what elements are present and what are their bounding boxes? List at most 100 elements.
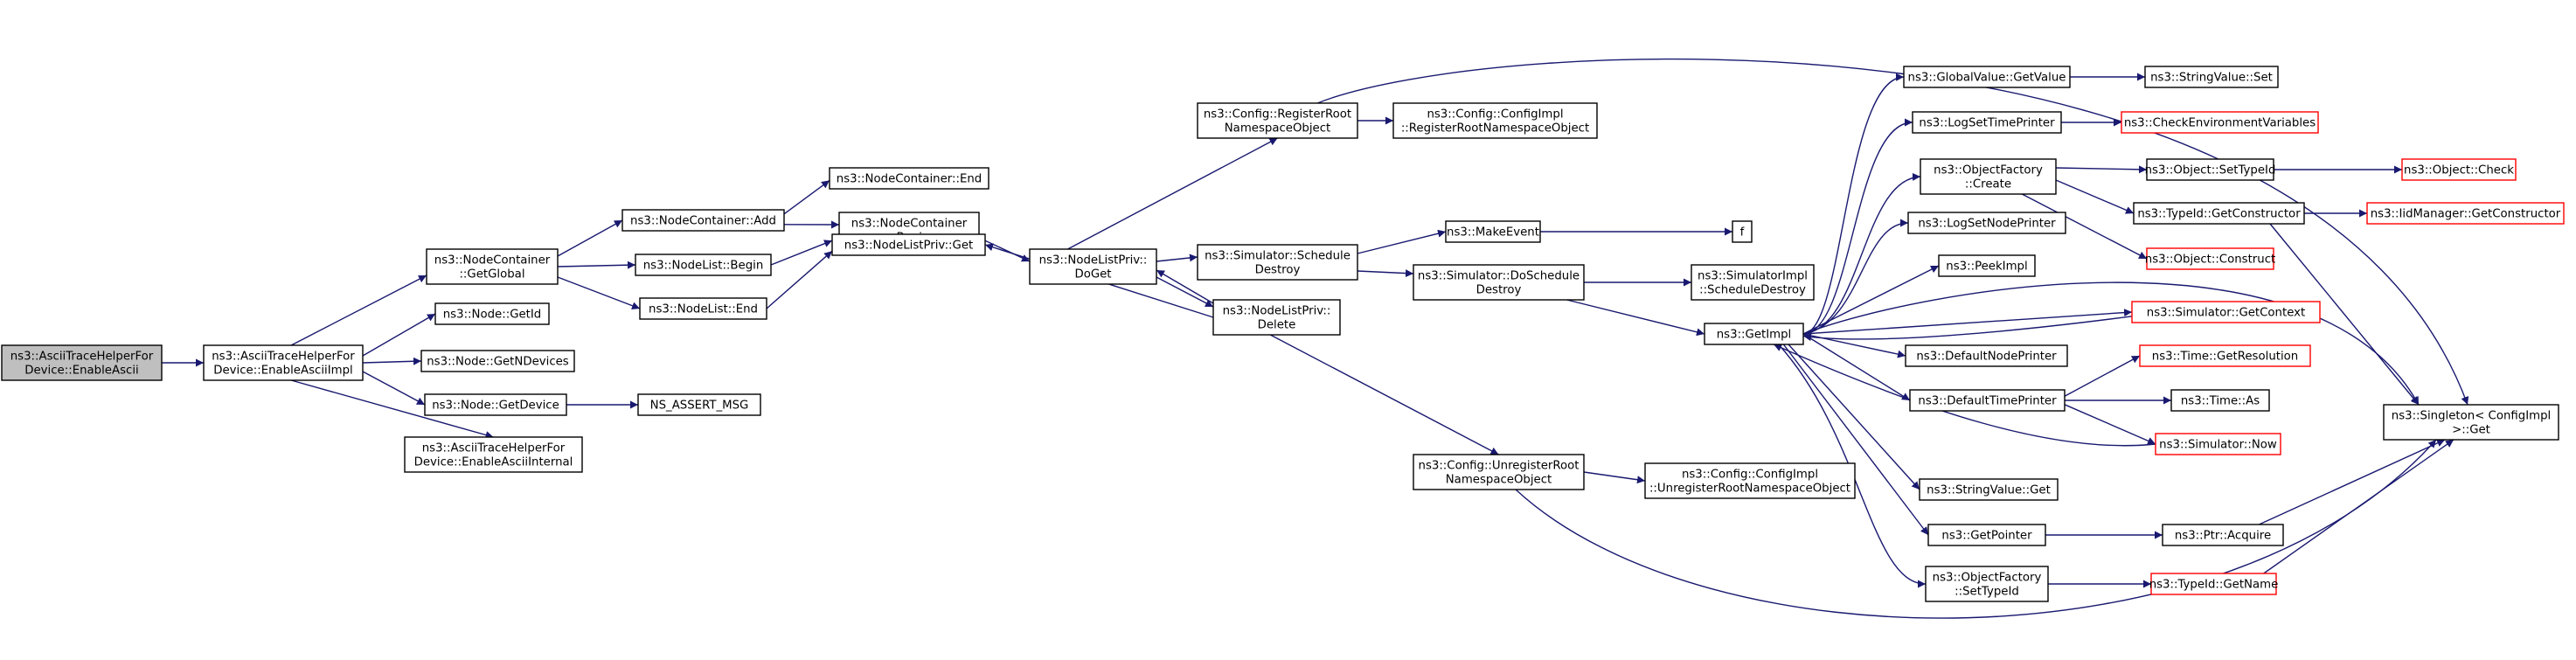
node-node-get-dev[interactable]: ns3::Node::GetDevice xyxy=(424,393,567,416)
node-label: ::GetGlobal xyxy=(459,268,524,281)
node-def-time-printer[interactable]: ns3::DefaultTimePrinter xyxy=(1909,389,2066,412)
node-label: ns3::Time::GetResolution xyxy=(2152,351,2298,364)
node-label: ns3::MakeEvent xyxy=(1447,226,1539,240)
edge-timeprinter-now xyxy=(2064,404,2156,445)
node-nl-end[interactable]: ns3::NodeList::End xyxy=(639,297,767,320)
edge-doget-scheduledestroy xyxy=(1156,254,1198,262)
node-obj-construct[interactable]: ns3::Object::Construct xyxy=(2145,247,2275,270)
node-box xyxy=(2139,344,2311,367)
node-sim-impl-sched[interactable]: ns3::SimulatorImpl::ScheduleDestroy xyxy=(1691,264,1815,301)
node-label: ns3::NodeList::Begin xyxy=(643,260,764,273)
node-f-node[interactable]: f xyxy=(1732,220,1753,243)
node-label: ns3::Ptr::Acquire xyxy=(2175,530,2271,543)
node-cfg-reg-root[interactable]: ns3::Config::RegisterRootNamespaceObject xyxy=(1197,102,1358,139)
node-label: ns3::CheckEnvironmentVariables xyxy=(2124,117,2316,130)
node-def-node-printer[interactable]: ns3::DefaultNodePrinter xyxy=(1905,344,2068,367)
node-ns-assert[interactable]: NS_ASSERT_MSG xyxy=(637,393,761,416)
node-tid-get-name[interactable]: ns3::TypeId::GetName xyxy=(2149,573,2279,595)
node-time-as[interactable]: ns3::Time::As xyxy=(2170,389,2270,412)
node-label: ns3::Node::GetNDevices xyxy=(427,356,569,369)
node-obj-fact-create[interactable]: ns3::ObjectFactory::Create xyxy=(1920,158,2057,195)
node-label: ns3::SimulatorImpl xyxy=(1698,270,1808,283)
node-singleton-get[interactable]: ns3::Singleton< ConfigImpl >::Get xyxy=(2383,404,2559,441)
node-get-pointer[interactable]: ns3::GetPointer xyxy=(1927,524,2046,546)
node-enable-internal[interactable]: ns3::AsciiTraceHelperForDevice::EnableAs… xyxy=(404,436,583,473)
node-box xyxy=(1905,344,2068,367)
node-label: ns3::Object::Construct xyxy=(2145,254,2275,267)
node-label: ns3::LogSetNodePrinter xyxy=(1918,218,2056,231)
node-label: ns3::TypeId::GetName xyxy=(2149,579,2279,592)
node-gv-get-value[interactable]: ns3::GlobalValue::GetValue xyxy=(1903,66,2071,88)
edge-nlbegin-get xyxy=(770,240,833,266)
node-nlp-do-get[interactable]: ns3::NodeListPriv::DoGet xyxy=(1029,248,1157,285)
edge-getimpl-setypeid xyxy=(1778,344,1927,588)
node-nc-add[interactable]: ns3::NodeContainer::Add xyxy=(621,209,785,232)
node-nc-get-global[interactable]: ns3::NodeContainer::GetGlobal xyxy=(426,248,559,285)
edge-doget-delete xyxy=(1156,276,1214,308)
node-cfg-impl-reg[interactable]: ns3::Config::ConfigImpl::RegisterRootNam… xyxy=(1392,102,1598,139)
node-obj-set-type-id[interactable]: ns3::Object::SetTypeId xyxy=(2145,158,2276,181)
node-check-env[interactable]: ns3::CheckEnvironmentVariables xyxy=(2121,111,2319,134)
edge-getimpl-create xyxy=(1802,172,1921,335)
node-ptr-acquire[interactable]: ns3::Ptr::Acquire xyxy=(2162,524,2284,546)
edge-create-settypeid xyxy=(2055,165,2148,174)
node-label: Device::EnableAscii xyxy=(24,365,138,378)
node-box xyxy=(1413,264,1585,301)
node-box xyxy=(1029,248,1157,285)
node-of-set-type-id[interactable]: ns3::ObjectFactory::SetTypeId xyxy=(1925,566,2049,602)
node-nc-end[interactable]: ns3::NodeContainer::End xyxy=(829,167,989,190)
node-label: ns3::Object::SetTypeId xyxy=(2145,164,2276,177)
node-log-set-time[interactable]: ns3::LogSetTimePrinter xyxy=(1912,111,2062,134)
node-box xyxy=(2155,433,2281,455)
node-peek-impl[interactable]: ns3::PeekImpl xyxy=(1938,254,2036,277)
node-impl[interactable]: ns3::AsciiTraceHelperForDevice::EnableAs… xyxy=(203,344,364,381)
node-box xyxy=(1927,524,2046,546)
node-cfg-unreg[interactable]: ns3::Config::UnregisterRootNamespaceObje… xyxy=(1413,454,1585,490)
node-root[interactable]: ns3::AsciiTraceHelperForDevice::EnableAs… xyxy=(1,344,163,381)
node-iid-get-ctor[interactable]: ns3::IidManager::GetConstructor xyxy=(2366,202,2565,225)
node-sim-sched-destroy[interactable]: ns3::Simulator::ScheduleDestroy xyxy=(1197,244,1358,281)
node-label: ::SetTypeId xyxy=(1955,586,2019,599)
node-cfg-impl-unreg[interactable]: ns3::Config::ConfigImpl::UnregisterRootN… xyxy=(1644,462,1856,499)
node-label: ns3::Simulator::Now xyxy=(2159,439,2277,452)
edge-getcontext-getimpl xyxy=(1802,316,2133,342)
node-box xyxy=(1197,244,1358,281)
node-label: ns3::GlobalValue::GetValue xyxy=(1908,72,2066,85)
node-label: Device::EnableAsciiImpl xyxy=(213,365,352,378)
node-label: ns3::GetPointer xyxy=(1941,530,2032,543)
node-sv-get[interactable]: ns3::StringValue::Get xyxy=(1919,478,2059,501)
node-nlp-delete[interactable]: ns3::NodeListPriv::Delete xyxy=(1212,299,1341,336)
node-nl-begin[interactable]: ns3::NodeList::Begin xyxy=(635,254,772,276)
node-node-get-ndev[interactable]: ns3::Node::GetNDevices xyxy=(420,350,575,372)
edge-impl-getglobal xyxy=(290,274,427,346)
node-label: ns3::PeekImpl xyxy=(1946,261,2027,274)
node-time-get-res[interactable]: ns3::Time::GetResolution xyxy=(2139,344,2311,367)
node-tid-get-ctor[interactable]: ns3::TypeId::GetConstructor xyxy=(2133,202,2305,225)
nodes-layer: ns3::AsciiTraceHelperForDevice::EnableAs… xyxy=(1,66,2565,602)
edge-doschedule-getimpl xyxy=(1566,299,1705,337)
edge-getglobal-begin xyxy=(557,261,636,269)
node-nlp-get[interactable]: ns3::NodeListPriv::Get xyxy=(831,233,986,256)
edge-delete-doget xyxy=(1156,269,1214,304)
node-label: ::UnregisterRootNamespaceObject xyxy=(1649,483,1850,496)
node-sim-get-context[interactable]: ns3::Simulator::GetContext xyxy=(2131,301,2321,323)
node-sim-now[interactable]: ns3::Simulator::Now xyxy=(2155,433,2281,455)
edge-impl-getndevices xyxy=(362,357,422,365)
node-label: ns3::Node::GetDevice xyxy=(432,399,559,413)
node-label: ns3::Simulator::Schedule xyxy=(1205,250,1350,263)
edge-nlend-get xyxy=(766,250,833,309)
node-box xyxy=(1445,220,1541,243)
node-obj-check[interactable]: ns3::Object::Check xyxy=(2401,158,2517,181)
node-box xyxy=(1938,254,2036,277)
edge-getimpl-getcontext xyxy=(1802,309,2133,335)
node-make-event[interactable]: ns3::MakeEvent xyxy=(1445,220,1541,243)
edge-unregister-implunregister xyxy=(1583,471,1646,484)
edge-getctor-singleton xyxy=(2269,223,2420,406)
node-sv-set[interactable]: ns3::StringValue::Set xyxy=(2144,66,2279,88)
edge-impl-getdevice xyxy=(362,371,426,406)
edge-getimpl-getpointer xyxy=(1782,344,1929,536)
node-get-impl[interactable]: ns3::GetImpl xyxy=(1704,323,1804,345)
node-node-get-id[interactable]: ns3::Node::GetId xyxy=(434,302,550,325)
node-log-set-node[interactable]: ns3::LogSetNodePrinter xyxy=(1907,212,2066,234)
